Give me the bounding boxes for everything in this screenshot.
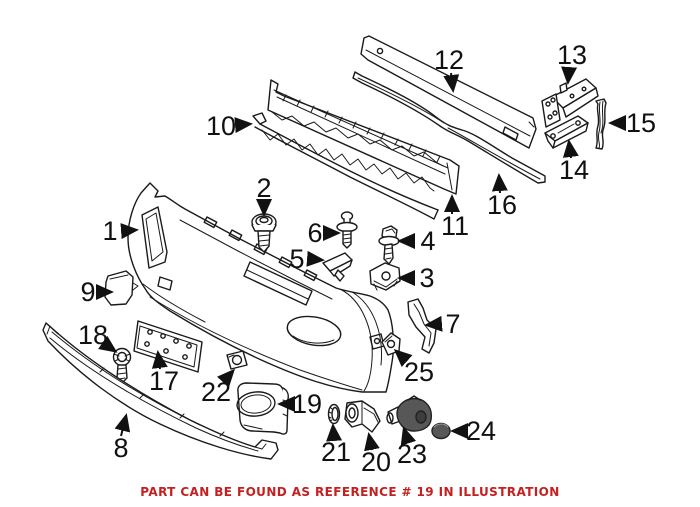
part-5-wedge-bracket: [322, 252, 353, 282]
part-label-3: 3: [419, 263, 434, 293]
part-label-25: 25: [404, 357, 434, 387]
part-11-energy-absorber: [267, 79, 460, 195]
part-label-2: 2: [256, 173, 271, 203]
part-arrow-5: [306, 250, 325, 267]
part-14-lower-bracket: [544, 115, 589, 149]
part-arrow-10: [234, 117, 253, 134]
part-4-bolt: [378, 225, 400, 265]
part-2-screw: [251, 213, 277, 253]
part-label-5: 5: [289, 244, 304, 274]
part-arrow-17: [151, 350, 168, 370]
part-7-side-trim: [407, 298, 437, 354]
part-3-clip: [369, 262, 401, 291]
part-label-18: 18: [78, 320, 108, 350]
part-arrow-8: [114, 413, 131, 437]
part-label-10: 10: [206, 111, 236, 141]
part-19-fog-bezel: [236, 382, 289, 435]
part-arrow-14: [562, 139, 579, 159]
part-arrow-25: [393, 348, 413, 368]
part-23-pdc-sensor: [386, 395, 433, 432]
part-label-6: 6: [307, 218, 322, 248]
part-9-cover: [104, 270, 139, 306]
part-label-11: 11: [441, 211, 469, 241]
part-arrow-20: [364, 432, 380, 452]
part-21-grommet: [327, 403, 341, 425]
part-label-14: 14: [559, 155, 589, 185]
part-13-mount-bracket: [541, 78, 599, 128]
part-label-16: 16: [487, 190, 517, 220]
part-16-lower-rail: [352, 71, 546, 184]
part-label-24: 24: [466, 416, 496, 446]
part-arrow-22: [217, 368, 236, 388]
reference-caption: PART CAN BE FOUND AS REFERENCE # 19 IN I…: [140, 485, 560, 499]
part-20-sensor-holder: [344, 400, 381, 433]
part-label-4: 4: [420, 226, 435, 256]
part-label-1: 1: [102, 216, 117, 246]
part-label-12: 12: [434, 45, 464, 75]
part-arrow-16: [491, 173, 508, 194]
part-6-bolt: [336, 211, 358, 249]
part-label-17: 17: [149, 366, 179, 396]
part-arrow-21: [326, 423, 343, 442]
part-24-sensor-cap: [431, 422, 451, 440]
part-label-21: 21: [321, 437, 351, 467]
part-label-7: 7: [445, 309, 460, 339]
part-15-side-strip: [595, 98, 607, 150]
part-arrow-7: [424, 315, 443, 332]
part-10-impact-strip: [252, 112, 439, 220]
part-label-19: 19: [292, 389, 322, 419]
part-label-15: 15: [626, 108, 656, 138]
part-arrow-18: [98, 335, 118, 353]
part-arrow-13: [561, 66, 578, 85]
part-22-mount-plate: [226, 350, 248, 370]
part-label-8: 8: [113, 433, 128, 463]
part-label-20: 20: [361, 447, 391, 477]
part-label-22: 22: [201, 377, 231, 407]
part-label-9: 9: [80, 277, 95, 307]
part-label-13: 13: [557, 40, 587, 70]
part-arrow-12: [443, 72, 460, 93]
part-17-license-bracket: [133, 320, 203, 373]
part-arrow-1: [120, 223, 139, 240]
part-arrow-23: [400, 426, 417, 446]
part-label-23: 23: [397, 439, 427, 469]
part-1-bumper-cover: [127, 182, 395, 393]
part-8-lower-spoiler: [42, 322, 279, 460]
